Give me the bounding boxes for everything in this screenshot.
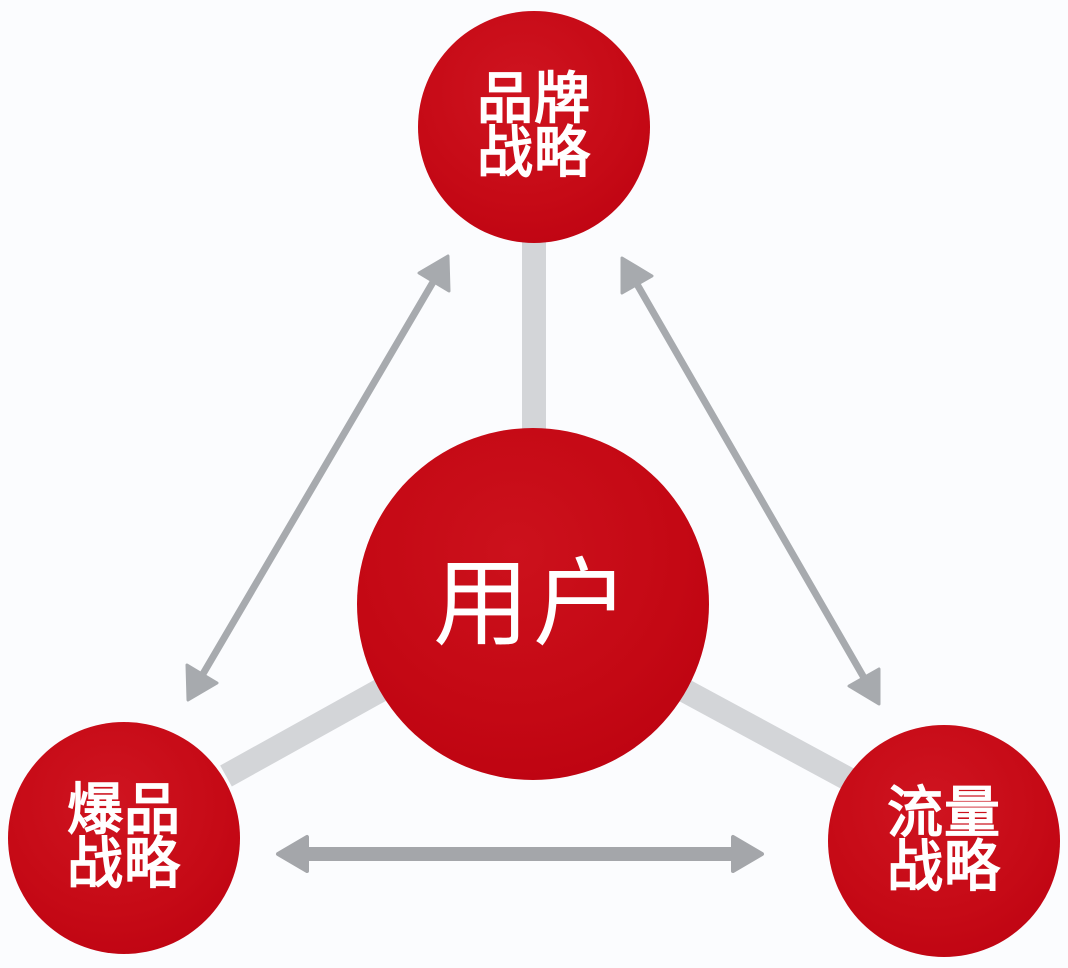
node-label-line-2: 战略 [887,835,1001,900]
arrowhead-up-icon [417,254,451,293]
node-label-line-1: 品牌 [477,67,591,132]
center-label: 用户 [433,548,633,660]
center-node-user: 用户 [357,428,709,780]
node-label-line-1: 流量 [887,781,1001,846]
node-traffic-strategy: 流量 战略 [828,725,1060,957]
node-label-line-1: 爆品 [67,778,181,843]
arrow-brand-traffic [620,256,881,706]
node-brand-strategy: 品牌 战略 [418,11,650,243]
arrow-hit-product-traffic [276,835,764,873]
connector-center-to-traffic [674,677,856,791]
arrowhead-left-icon [276,835,309,873]
hub-connectors [220,236,856,791]
arrowhead-down-icon [185,663,219,702]
arrow-brand-hit-product [185,254,451,702]
arrowhead-down-icon [847,667,881,706]
node-hit-product-strategy: 爆品 战略 [8,722,240,954]
arrowhead-up-icon [620,256,654,295]
connector-center-to-hit-product [220,675,394,787]
arrowhead-right-icon [731,835,764,873]
node-label-line-2: 战略 [477,121,591,186]
node-label-line-2: 战略 [67,832,181,897]
